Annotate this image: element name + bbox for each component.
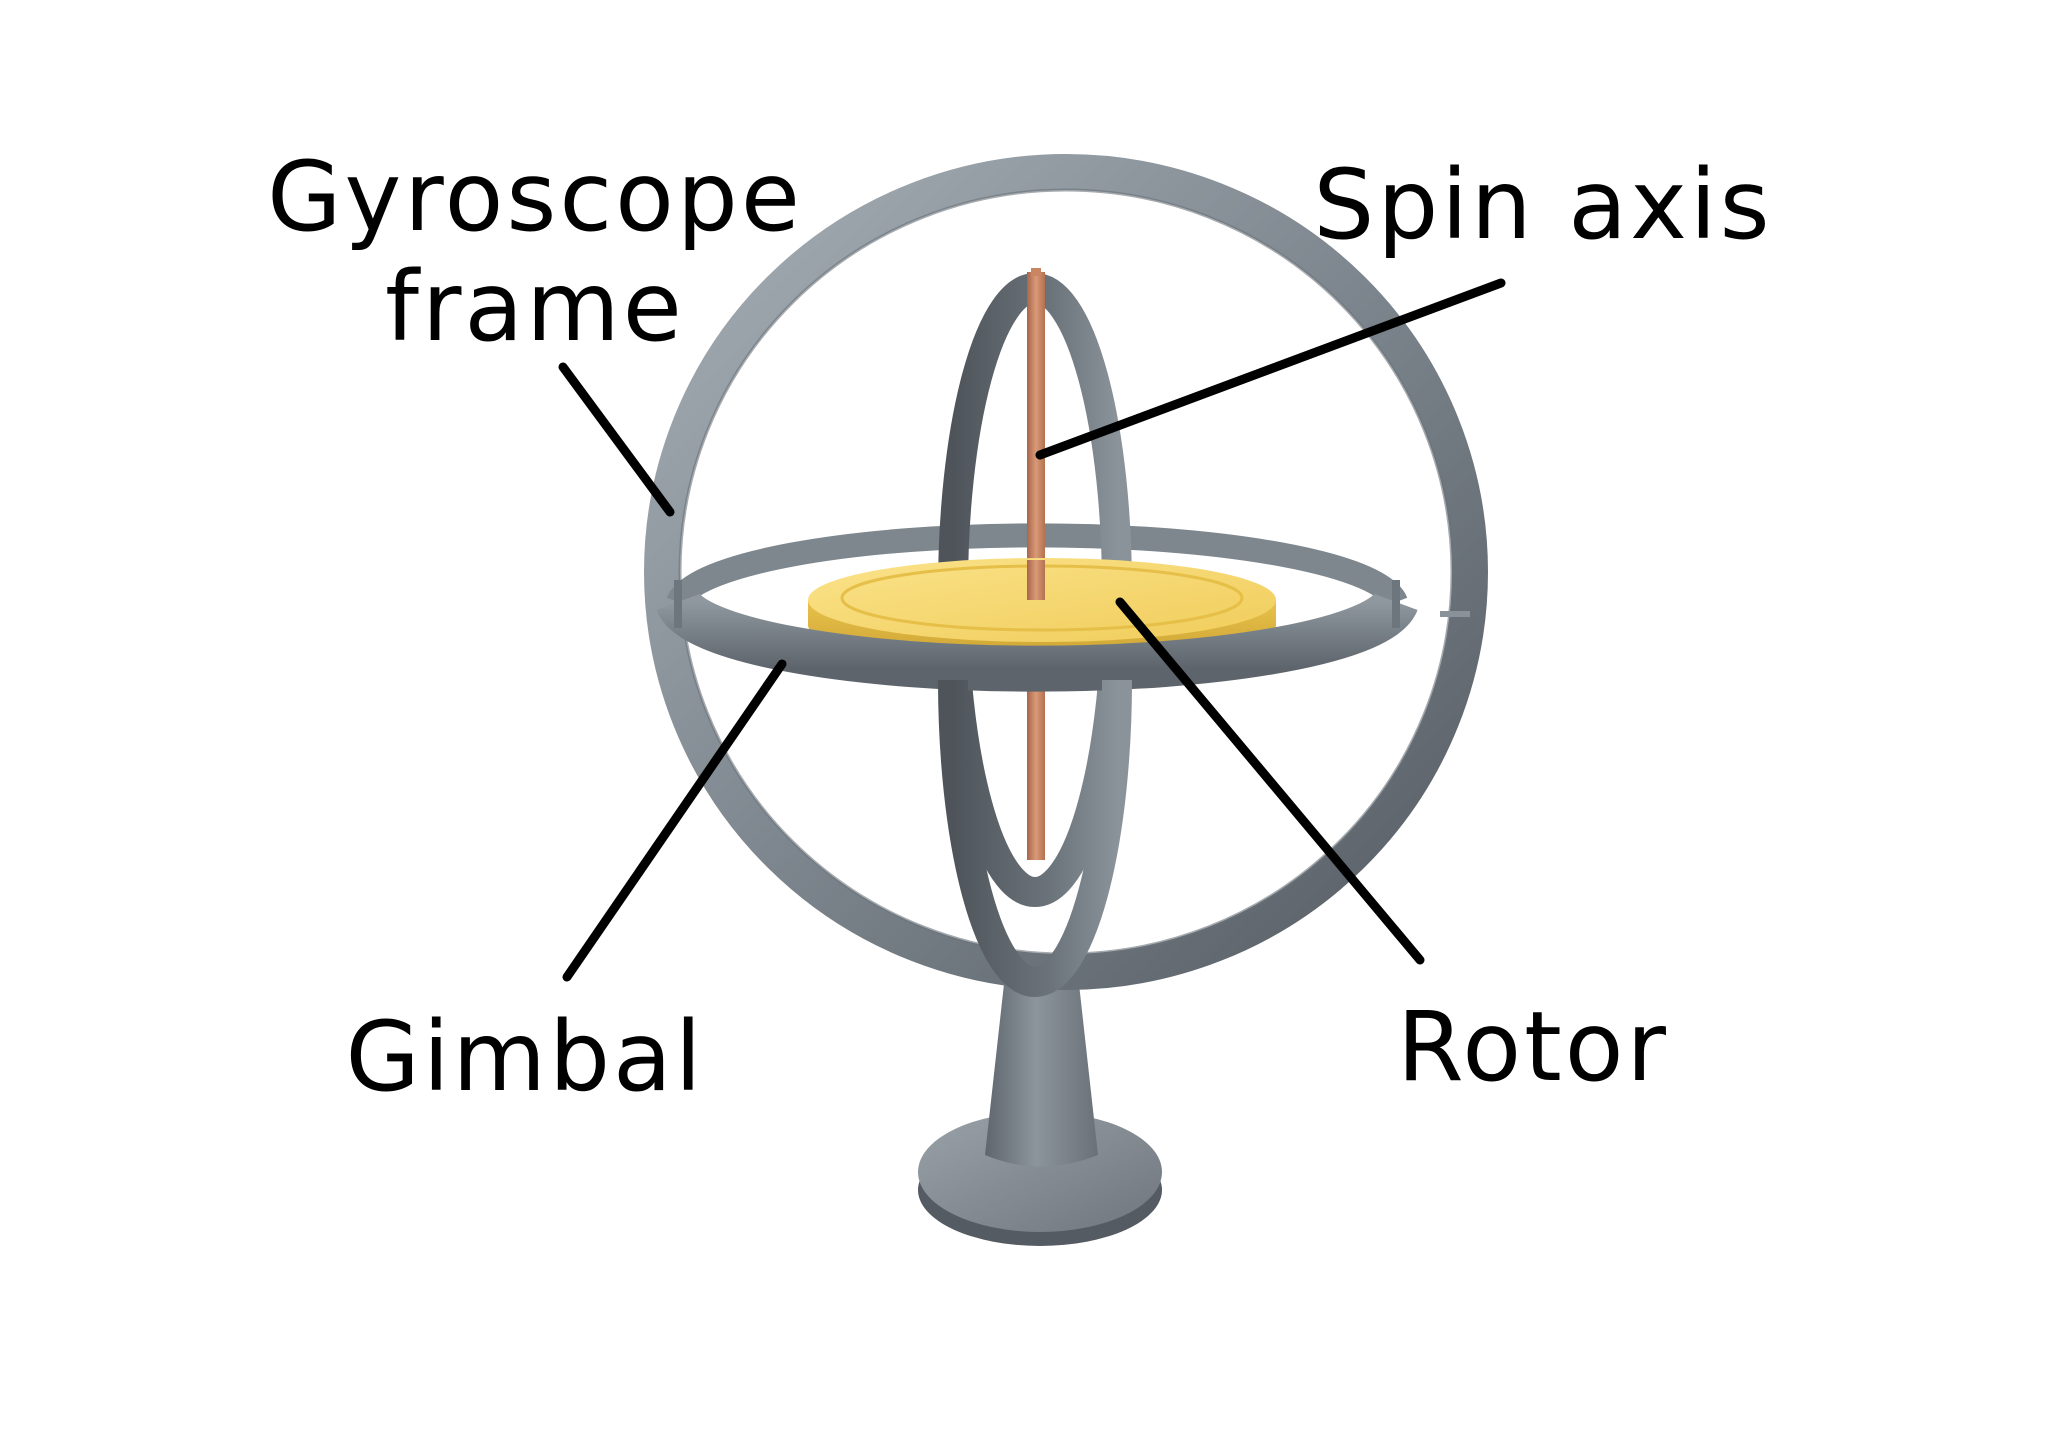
leader-gimbal	[562, 659, 787, 982]
stand-stem	[985, 975, 1098, 1167]
label-gimbal: Gimbal	[345, 1001, 704, 1113]
label-rotor: Rotor	[1397, 991, 1669, 1103]
axle-tip	[1031, 268, 1041, 276]
label-spin-axis: Spin axis	[1313, 149, 1772, 261]
leader-spin-axis	[1035, 278, 1506, 460]
leader-gyroscope-frame	[558, 362, 675, 517]
label-gyroscope-frame-line1: Gyroscope	[267, 141, 803, 253]
gimbal-front-band	[656, 591, 1418, 692]
stand	[918, 975, 1162, 1246]
label-gyroscope-frame-line2: frame	[385, 251, 685, 363]
inner-ring-front	[938, 679, 1132, 997]
gimbal	[656, 580, 1418, 692]
base-plate-top	[918, 1112, 1162, 1232]
leader-rotor	[1115, 597, 1425, 965]
